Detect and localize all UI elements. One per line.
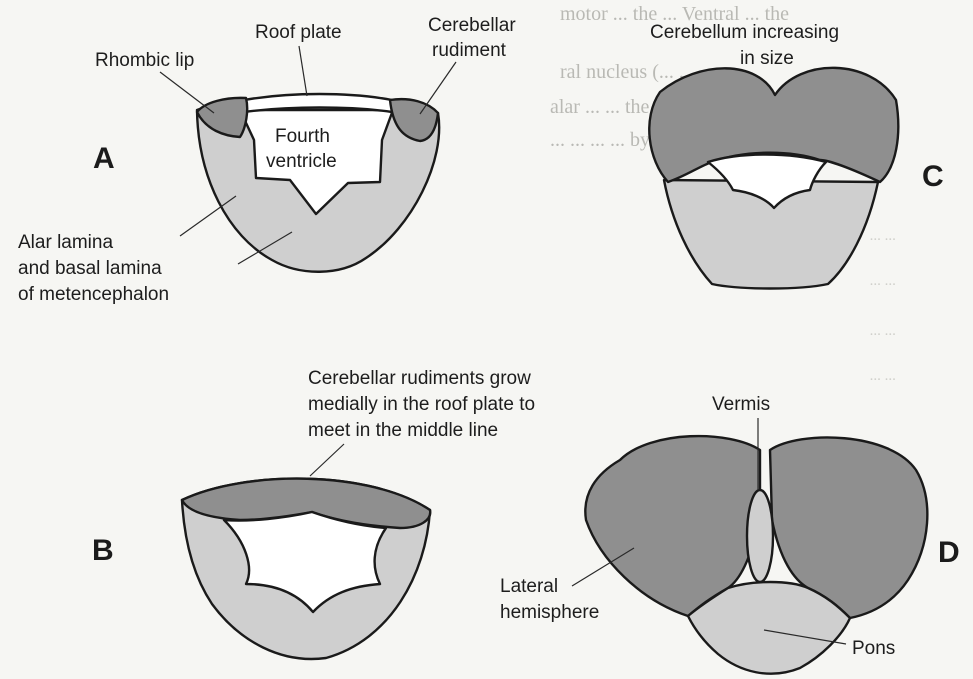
background-line: ... ... <box>870 323 896 339</box>
roof-plate-leader <box>299 46 307 96</box>
cerebellar-rudiment-label-line2: rudiment <box>432 40 507 61</box>
roof-plate-label: Roof plate <box>255 22 342 43</box>
panel-b-caption-leader <box>310 444 344 476</box>
panel-a-letter: A <box>93 142 115 175</box>
panel-b: Cerebellar rudiments grow medially in th… <box>92 368 535 659</box>
panel-b-caption-line1: Cerebellar rudiments grow <box>308 368 531 389</box>
background-line: ... ... <box>870 368 896 384</box>
panel-d-letter: D <box>938 536 960 569</box>
panel-c-letter: C <box>922 160 944 193</box>
panel-c-caption-line2: in size <box>740 48 794 69</box>
pons-label: Pons <box>852 638 895 659</box>
vermis-label: Vermis <box>712 394 770 415</box>
rhombic-lip-leader <box>160 72 214 113</box>
alar-basal-label-line2: and basal lamina <box>18 258 162 279</box>
rhombic-lip-label: Rhombic lip <box>95 50 194 71</box>
panel-b-caption-line2: medially in the roof plate to <box>308 394 535 415</box>
cerebellar-rudiment-leader <box>420 62 456 114</box>
vermis-shape <box>747 490 773 582</box>
lateral-hemisphere-label-line1: Lateral <box>500 576 558 597</box>
background-line: ... ... <box>870 228 896 244</box>
panel-c-caption-line1: Cerebellum increasing <box>650 22 839 43</box>
panel-b-caption-line3: meet in the middle line <box>308 420 498 441</box>
fourth-ventricle-label-line2: ventricle <box>266 151 337 172</box>
panel-b-letter: B <box>92 534 114 567</box>
background-line: ... ... <box>870 273 896 289</box>
alar-basal-label-line3: of metencephalon <box>18 284 169 305</box>
alar-basal-label-line1: Alar lamina <box>18 232 113 253</box>
cerebellar-rudiment-label-line1: Cerebellar <box>428 15 516 36</box>
lateral-hemisphere-label-line2: hemisphere <box>500 602 599 623</box>
panel-d: Vermis Lateral hemisphere Pons D <box>500 394 960 674</box>
panel-a: Roof plate Rhombic lip Cerebellar rudime… <box>18 15 516 305</box>
fourth-ventricle-label-line1: Fourth <box>275 126 330 147</box>
